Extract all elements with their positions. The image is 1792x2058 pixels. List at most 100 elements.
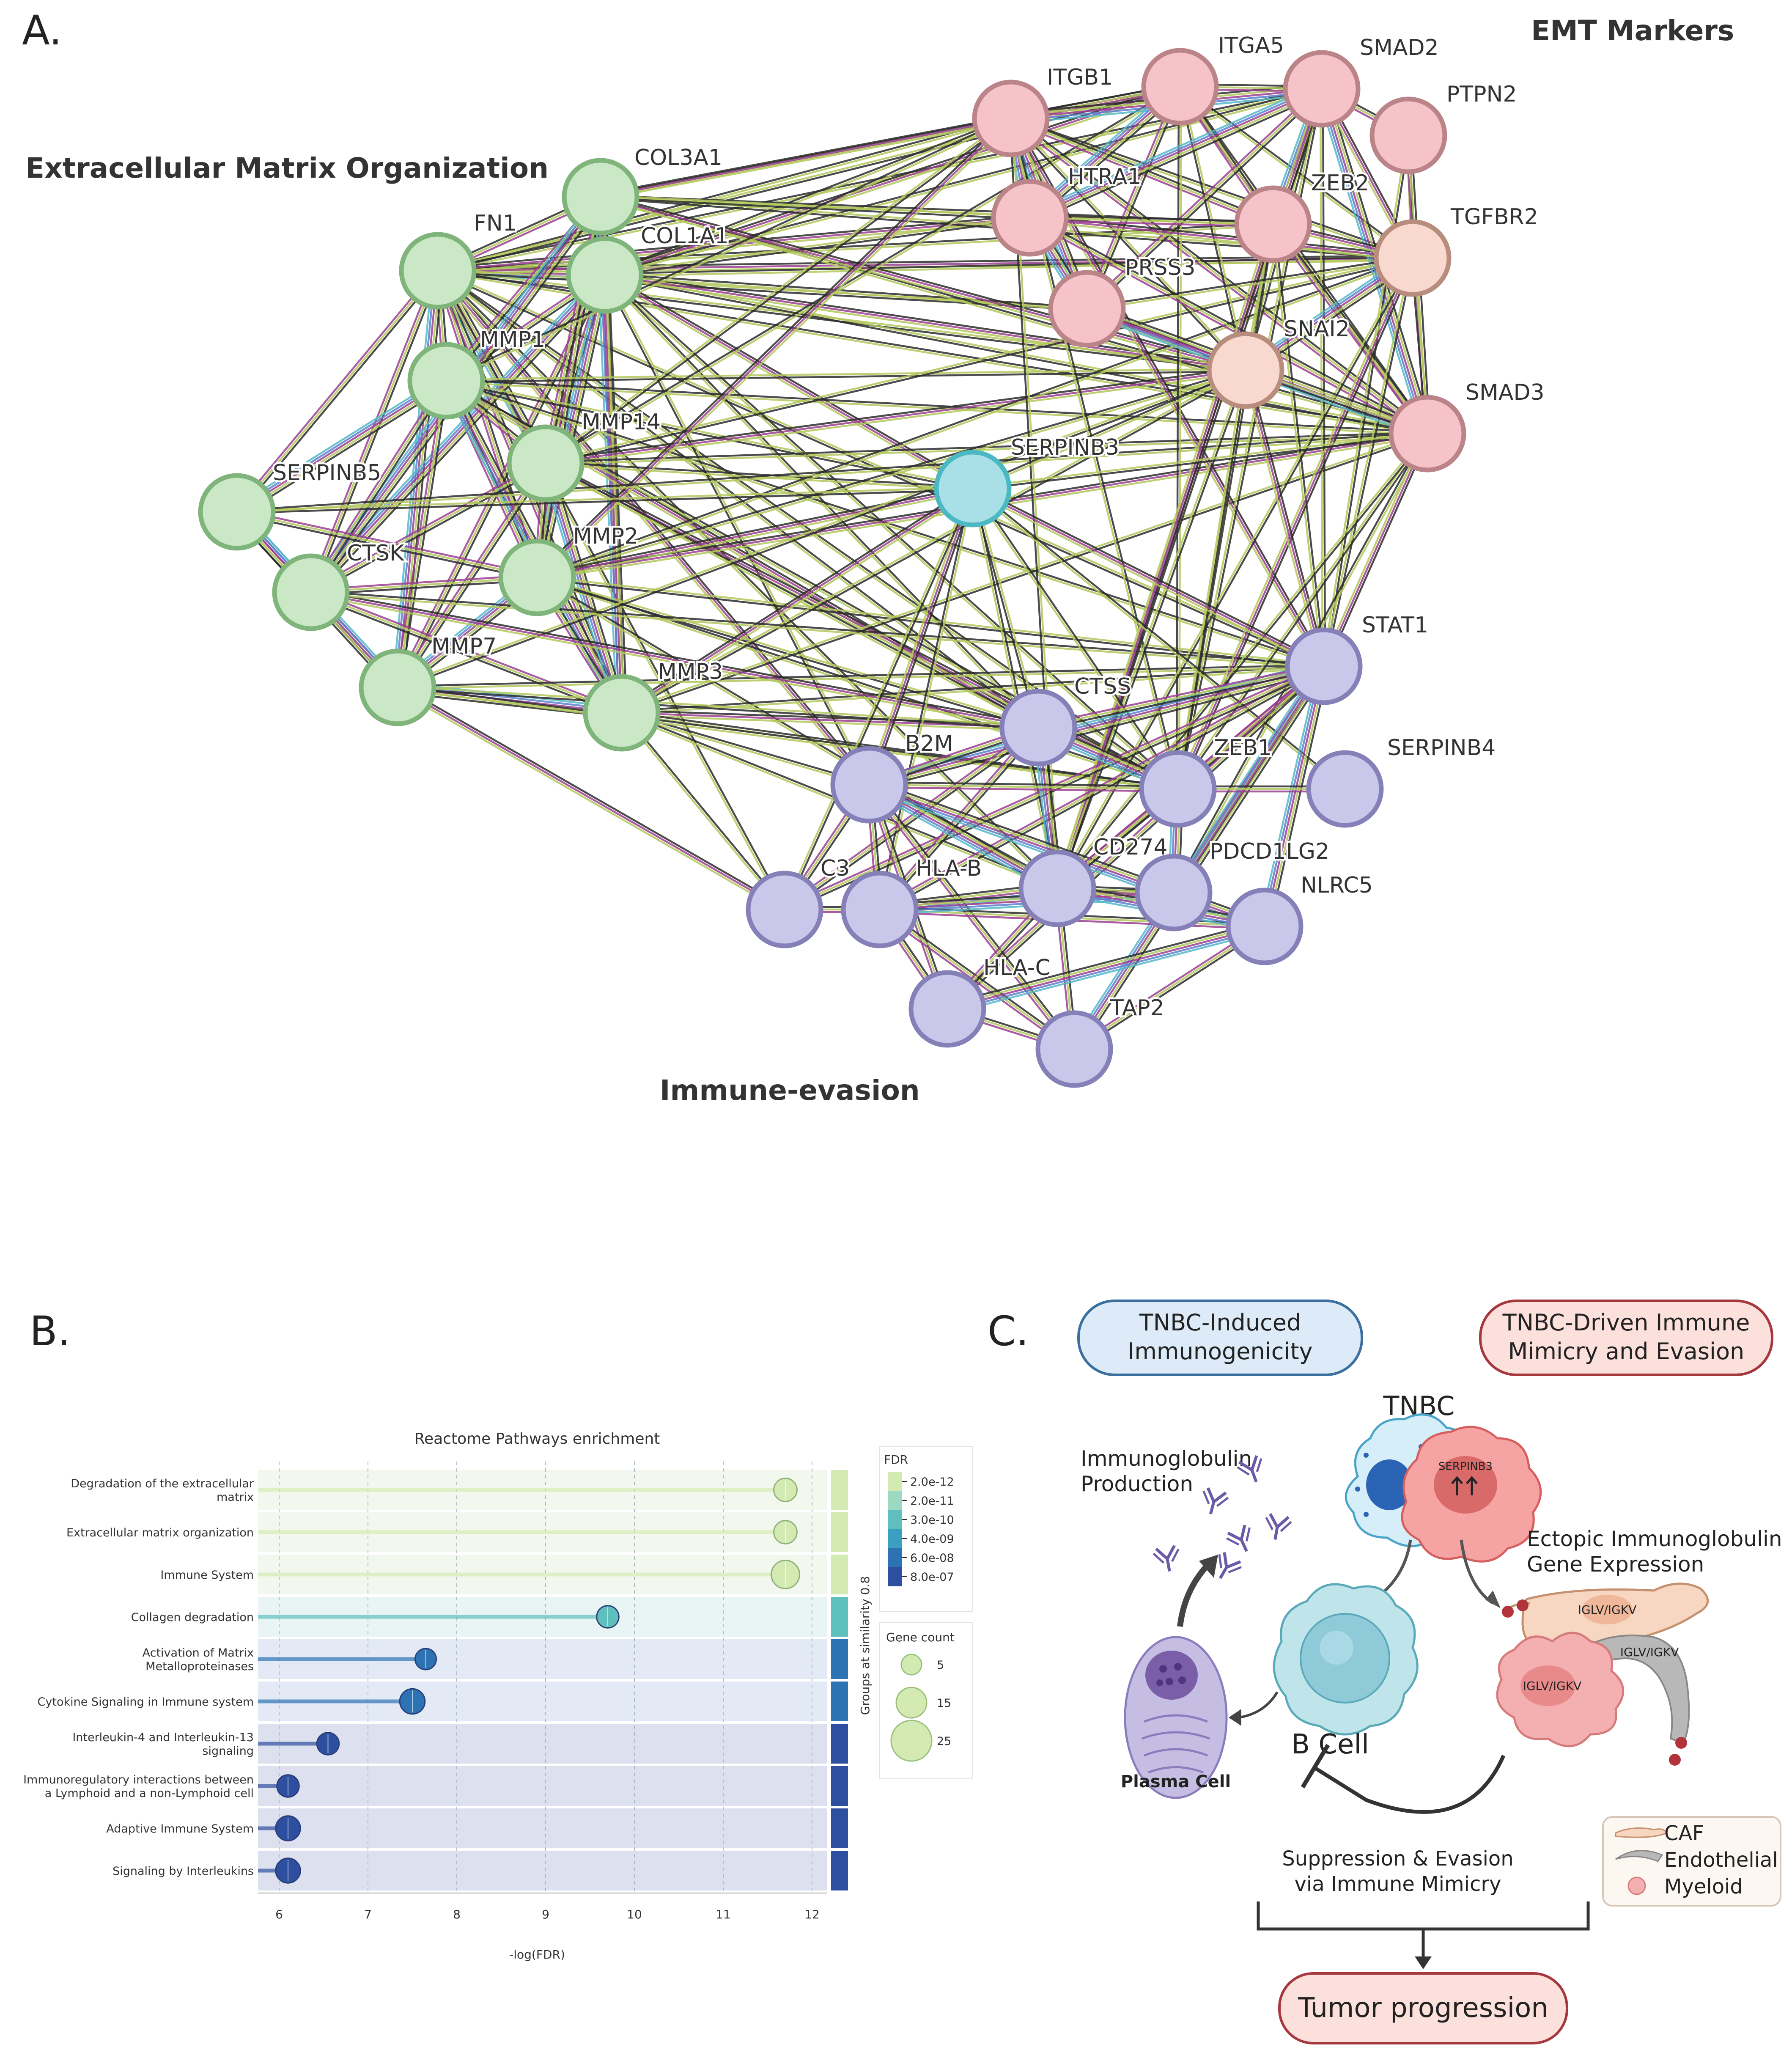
node-label: ZEB2: [1311, 170, 1369, 196]
network-node: MMP7: [359, 632, 499, 726]
cell-type-legend-box: [1602, 1816, 1781, 1907]
network-edge: [946, 920, 1266, 1015]
chart-title: Reactome Pathways enrichment: [414, 1430, 660, 1448]
node-label: B2M: [905, 731, 953, 756]
group-band: [831, 1597, 848, 1637]
row-band: [258, 1808, 827, 1848]
network-node: ZEB1: [1139, 734, 1274, 828]
fdr-legend-label: 4.0e-09: [910, 1533, 954, 1546]
node-label: HLA-B: [916, 856, 982, 881]
panel-b-letter: B.: [30, 1308, 70, 1355]
chart-legends: FDR2.0e-122.0e-113.0e-104.0e-096.0e-088.…: [879, 1446, 973, 1779]
network-edge: [397, 685, 1039, 730]
size-legend-title: Gene count: [886, 1630, 955, 1644]
fdr-swatch: [888, 1491, 902, 1510]
network-edge: [945, 663, 1326, 1012]
chart-xlabel: -log(FDR): [509, 1948, 565, 1962]
x-tick-label: 10: [627, 1907, 642, 1921]
network-edge: [544, 85, 1181, 465]
network-edge: [1055, 432, 1430, 890]
network-edge: [236, 508, 538, 581]
node-label: CTSS: [1074, 674, 1131, 699]
node-label: SMAD3: [1465, 380, 1545, 405]
network-edge: [1009, 117, 1247, 372]
node-label: PDCD1LG2: [1210, 839, 1329, 864]
group-band: [831, 1639, 848, 1679]
network-edge: [782, 487, 975, 911]
row-band: [258, 1724, 827, 1764]
network-edge: [1084, 85, 1183, 310]
network-edge: [310, 588, 1039, 731]
network-edge: [600, 116, 1011, 199]
inhibition-bar: [1301, 1744, 1330, 1789]
network-node: CTSK: [272, 539, 407, 631]
network-node: HLA-B: [841, 854, 984, 948]
cluster-label-immune: Immune-evasion: [660, 1074, 920, 1107]
row-band: [258, 1766, 827, 1806]
network-edge: [1037, 662, 1325, 731]
network-edge: [1270, 222, 1430, 436]
antibody-icon: [1202, 1487, 1229, 1514]
network-edge: [1177, 86, 1248, 371]
row-band: [258, 1851, 827, 1890]
node-label: MMP3: [658, 659, 723, 684]
network-node: HTRA1: [991, 162, 1143, 257]
node-label: C3: [821, 856, 850, 881]
network-edge: [397, 368, 1246, 690]
network-node: MMP14: [507, 408, 663, 502]
network-edge: [869, 781, 1178, 793]
fdr-swatch: [888, 1472, 902, 1491]
network-edge: [236, 431, 1428, 514]
group-band: [831, 1512, 848, 1552]
network-edge: [310, 589, 623, 716]
group-band: [831, 1555, 848, 1594]
node-label: MMP1: [480, 327, 545, 352]
myeloid-legend-icon: [1627, 1877, 1646, 1895]
cluster-label-emt: EMT Markers: [1531, 14, 1734, 47]
endothelial-legend-icon: [1615, 1850, 1663, 1862]
network-edge: [1028, 214, 1429, 437]
network-node: ZEB2: [1234, 169, 1371, 263]
network-node: CTSS: [999, 672, 1133, 767]
size-swatch: [890, 1720, 933, 1762]
network-edge: [544, 461, 1040, 730]
arrow-head-ig: [1199, 1555, 1218, 1578]
fdr-swatch: [888, 1529, 902, 1548]
node-label: NLRC5: [1301, 873, 1373, 898]
network-node: SERPINB3: [934, 433, 1121, 528]
network-edge: [308, 379, 449, 594]
immunogenicity-box: [1077, 1300, 1363, 1376]
network-edge: [971, 485, 1325, 670]
legend-endothelial: Endothelial: [1664, 1848, 1778, 1872]
network-edge: [445, 116, 1012, 383]
network-node: TAP2: [1035, 994, 1166, 1088]
legend-caf: CAF: [1664, 1822, 1704, 1845]
network-edge: [604, 215, 1030, 278]
cluster-label-ecm: Extracellular Matrix Organization: [25, 152, 549, 184]
network-edge: [310, 590, 1324, 669]
network-edge: [971, 487, 1180, 790]
network-edge: [1259, 665, 1330, 928]
node-label: MMP14: [582, 409, 661, 435]
fdr-swatch: [888, 1510, 902, 1529]
node-label: PTPN2: [1446, 82, 1517, 107]
fdr-legend-label: 2.0e-12: [910, 1475, 954, 1489]
panel-c-letter: C.: [988, 1308, 1029, 1355]
fdr-legend-title: FDR: [884, 1453, 908, 1467]
network-edge: [1029, 214, 1273, 228]
mimicry-box: [1479, 1300, 1773, 1376]
node-label: HTRA1: [1068, 164, 1142, 190]
network-edge: [1069, 663, 1329, 1052]
x-tick-label: 12: [804, 1907, 820, 1921]
network-edge: [1176, 432, 1430, 791]
node-label: SERPINB3: [1011, 435, 1119, 460]
network-edge: [1027, 83, 1324, 224]
